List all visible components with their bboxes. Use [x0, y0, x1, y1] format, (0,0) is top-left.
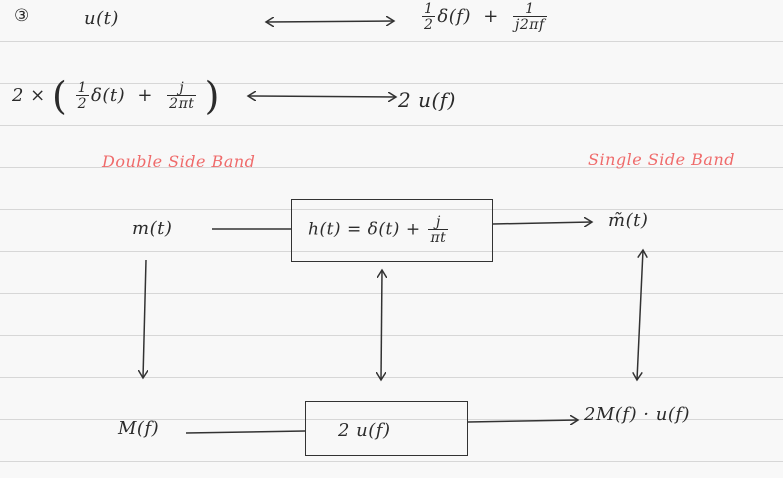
time-filter-box — [291, 199, 493, 262]
pair1-rhs: 1 2 δ(f) + 1 j2πf — [422, 1, 547, 33]
time-input-signal: m(t) — [132, 218, 173, 239]
pair2-double-arrow — [248, 96, 396, 97]
single-side-band-label: Single Side Band — [588, 150, 736, 169]
time-filter-fraction: j πt — [428, 214, 449, 246]
item-number: ③ — [14, 6, 30, 26]
pair1-half-fraction: 1 2 — [422, 1, 436, 33]
pair2-half-fraction: 1 2 — [75, 80, 89, 112]
double-side-band-label: Double Side Band — [102, 152, 256, 171]
time-output-arrow — [492, 222, 592, 224]
freq-input-line — [185, 430, 306, 434]
pair2-second-fraction: j 2πt — [167, 80, 197, 112]
freq-filter-box — [305, 401, 468, 456]
freq-output-arrow — [467, 420, 578, 422]
pair1-second-fraction: 1 j2πf — [513, 1, 547, 33]
right-vertical-arrow — [637, 250, 643, 380]
pair1-double-arrow — [266, 21, 394, 22]
pair2-rhs: 2 u(f) — [398, 88, 456, 112]
time-filter-expression: h(t) = δ(t) + j πt — [308, 214, 449, 246]
left-vertical-arrow — [143, 259, 146, 378]
time-output-signal: m̃(t) — [608, 210, 649, 231]
freq-input-signal: M(f) — [118, 418, 160, 439]
middle-vertical-arrow — [381, 270, 382, 380]
pair1-lhs: u(t) — [84, 8, 119, 29]
freq-output-signal: 2M(f) · u(f) — [584, 404, 691, 425]
freq-filter-label: 2 u(f) — [338, 420, 391, 441]
pair2-lhs: 2 × ( 1 2 δ(t) + j 2πt ) — [12, 74, 220, 118]
